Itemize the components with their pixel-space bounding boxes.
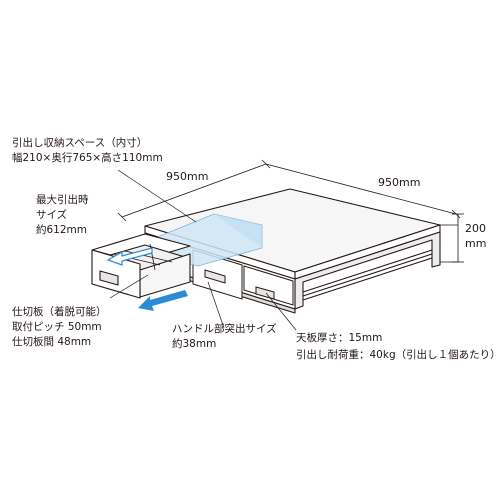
leader-storage-space bbox=[117, 169, 197, 223]
pulled-drawer-handle bbox=[99, 270, 119, 286]
divider-label-line2: 取付ピッチ 50mm bbox=[12, 321, 102, 333]
pull-direction-arrows bbox=[106, 247, 188, 311]
divider-label-line3: 仕切板間 48mm bbox=[12, 336, 92, 348]
height-dimension-value: 200 bbox=[465, 222, 486, 235]
max-pullout-label-line1: 最大引出時 bbox=[36, 194, 89, 206]
divider-label-line1: 仕切板（着脱可能） bbox=[12, 306, 107, 318]
storage-space-box bbox=[149, 213, 263, 267]
drawer-handle-middle bbox=[204, 269, 226, 284]
dimension-lines bbox=[117, 159, 464, 263]
depth-dimension-line bbox=[121, 163, 267, 218]
leader-top-thickness bbox=[265, 292, 297, 331]
pull-out-arrow bbox=[138, 290, 188, 311]
drawer-inner-arrow bbox=[106, 247, 153, 266]
right-side-panel bbox=[294, 231, 441, 310]
load-capacity-label: 引出し耐荷重：40kg（引出し１個あたり） bbox=[296, 349, 500, 361]
leader-divider bbox=[109, 274, 149, 299]
leader-handle bbox=[207, 281, 225, 329]
drawer-handle-right bbox=[255, 286, 275, 300]
width-dimension-line bbox=[265, 163, 457, 215]
leader-lines bbox=[109, 169, 297, 331]
max-pullout-label-line3: 約612mm bbox=[36, 224, 87, 236]
top-thickness-label: 天板厚さ：15mm bbox=[296, 332, 383, 344]
storage-space-label-line1: 引出し収納スペース（内寸） bbox=[12, 137, 148, 149]
handle-label-line1: ハンドル部突出サイズ bbox=[172, 323, 277, 335]
handle-label-line2: 約38mm bbox=[172, 338, 217, 350]
depth-dimension-label: 950mm bbox=[166, 170, 209, 183]
drawer-front-right bbox=[243, 265, 294, 306]
storage-space-label-line2: 幅210×奥行765×高さ110mm bbox=[12, 152, 163, 164]
height-dimension-unit: mm bbox=[465, 237, 487, 250]
max-pullout-label-line2: サイズ bbox=[36, 209, 68, 221]
pulled-out-drawer bbox=[91, 233, 191, 299]
width-dimension-label: 950mm bbox=[378, 176, 421, 189]
